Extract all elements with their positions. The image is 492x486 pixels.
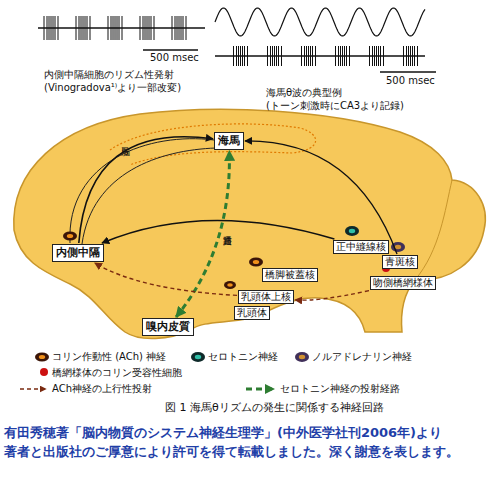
nucleus-box: 乳頭体上核	[238, 290, 294, 304]
spike-ticks	[234, 46, 418, 66]
figure-caption: 図 1 海馬θリズムの発生に関係する神経回路	[165, 401, 384, 414]
nucleus-box: 海馬	[214, 132, 244, 150]
nucleus-box: 青斑核	[382, 255, 418, 269]
nucleus-box: 正中縫線核	[333, 240, 389, 254]
fornix-fiber	[82, 148, 216, 244]
projection-path	[79, 137, 213, 243]
cerebellum-fold	[415, 180, 452, 280]
theta-wave	[215, 8, 425, 36]
projection-path	[95, 263, 237, 295]
serotonin-legend-symbol	[191, 352, 205, 362]
serotonin-neuron-symbol	[345, 226, 359, 236]
cholinergic-neuron-symbol	[224, 281, 236, 289]
nucleus-name: 正中縫線核	[336, 241, 386, 253]
legend-swatch	[40, 368, 48, 376]
noradrenaline-legend-symbol	[295, 352, 309, 362]
projection-path	[176, 151, 229, 317]
trace-caption: 海馬θ波の典型例	[266, 86, 342, 99]
scale-bar	[380, 71, 436, 73]
nucleus-name: 青斑核	[385, 256, 415, 268]
legend-text: ACh神経の上行性投射	[52, 382, 152, 395]
ach-projection-legend-line	[20, 388, 46, 389]
nucleus-name: 乳頭体	[237, 307, 267, 319]
nucleus-box: 嗅内皮質	[142, 318, 194, 336]
cholinergic-legend-symbol	[35, 353, 49, 362]
legend-text: セロトニン神経の投射経路	[280, 382, 400, 395]
scale-bar	[143, 49, 198, 51]
trace-condition: (トーン刺激時にCA3より記録)	[266, 99, 404, 112]
brain-outline	[14, 109, 486, 338]
cholinergic-neuron-symbol	[249, 258, 263, 267]
projection-path	[245, 141, 397, 254]
projection-path	[102, 220, 334, 243]
legend-text: 橋網様体のコリン受容性細胞	[52, 366, 182, 379]
nucleus-name: 内側中隔	[56, 246, 100, 260]
credit-line: 有田秀穂著「脳内物質のシステム神経生理学」(中外医学社刊2006年)より	[4, 424, 442, 441]
legend-text: ノルアドレナリン神経	[312, 350, 412, 363]
nucleus-name: 嗅内皮質	[146, 320, 190, 334]
nucleus-box: 橋脚被蓋核	[262, 268, 318, 282]
nucleus-name: 海馬	[218, 134, 240, 148]
nucleus-name: 乳頭体上核	[241, 291, 291, 303]
spike-ticks	[44, 16, 186, 40]
trace-baseline	[215, 55, 425, 57]
serotonin-projection-legend-line	[246, 388, 274, 391]
credit-line: 著者と出版社のご厚意により許可を得て転載しました。深く謝意を表します。	[4, 443, 459, 460]
trace-source: (Vinogradova¹⁾より一部改変)	[44, 81, 181, 94]
nucleus-name: 橋脚被蓋核	[265, 269, 315, 281]
spike-traces	[38, 8, 425, 66]
nucleus-box: 内側中隔	[52, 244, 104, 262]
projection-path	[295, 291, 369, 301]
nucleus-box: 乳頭体	[234, 306, 270, 320]
scale-label: 500 msec	[150, 51, 199, 64]
nucleus-box: 吻側橋網様体	[370, 276, 436, 290]
legend-text: セロトニン神経	[208, 350, 278, 363]
scale-label: 500 msec	[386, 74, 435, 87]
cholinergic-neuron-symbol	[63, 232, 77, 241]
legend-text: コリン作動性 (ACh) 神経	[52, 350, 166, 363]
nucleus-name: 吻側橋網様体	[373, 277, 433, 289]
trace-caption: 内側中隔細胞のリズム性発射	[44, 68, 174, 81]
